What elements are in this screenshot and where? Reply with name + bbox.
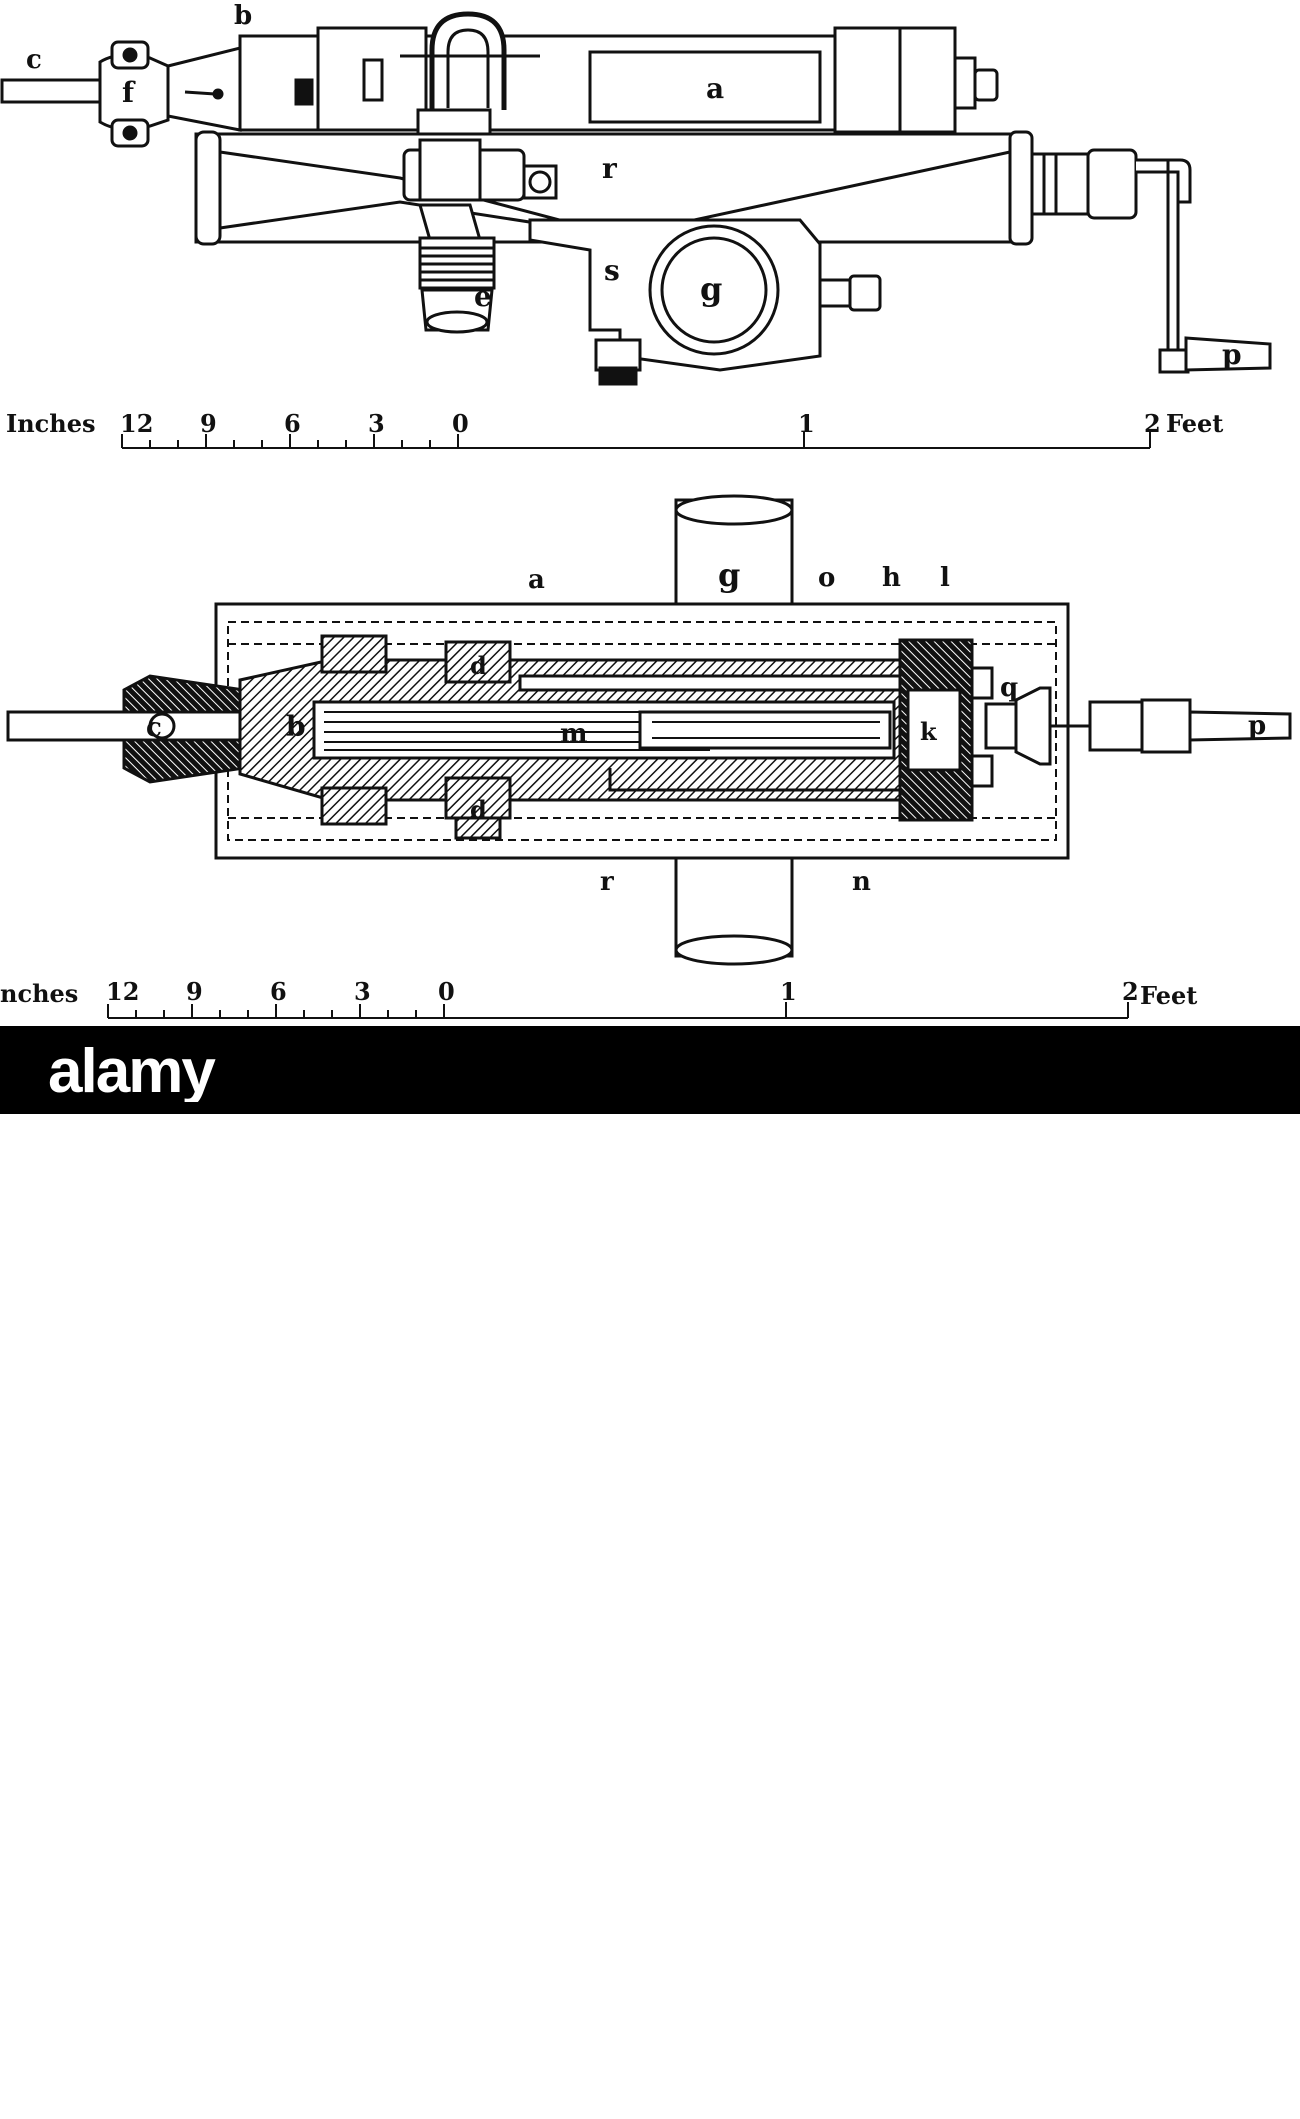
scale-feet-label-top: Feet: [1166, 409, 1223, 438]
label-c-sec: c: [146, 713, 162, 743]
label-d-top-sec: d: [470, 651, 487, 680]
scale-feet-label-sec: Feet: [1140, 981, 1197, 1010]
section-scale-tick-label: 3: [354, 977, 371, 1006]
label-r-top: r: [602, 152, 618, 185]
label-g-sec: g: [718, 556, 740, 594]
label-p-top: p: [1222, 338, 1242, 371]
label-p-sec: p: [1248, 711, 1266, 741]
label-m-sec: m: [560, 719, 588, 749]
section-labels: g a o h l d d c b m k q p r n nches Feet…: [0, 556, 1266, 1010]
elevation-scale-tick-label: 6: [284, 409, 301, 438]
label-b-top: b: [234, 1, 252, 31]
section-scale-tick-label: 0: [438, 977, 455, 1006]
label-o-sec: o: [818, 563, 835, 593]
label-f-top: f: [122, 76, 136, 109]
watermark-footer: alamy 2ANGRAB www.alamy.com: [0, 1026, 1300, 2118]
elevation-scale-tick-label: 2: [1144, 409, 1161, 438]
section-scale-tick-label: 1: [780, 977, 797, 1006]
label-r-sec: r: [600, 867, 614, 897]
section-scale-tick-label: 9: [186, 977, 203, 1006]
label-b-sec: b: [286, 710, 306, 743]
section-scale-tick-label: 2: [1122, 977, 1139, 1006]
scale-inches-label-sec: nches: [0, 979, 78, 1008]
drill-section-view: [6, 494, 1292, 1019]
elevation-scale-tick-label: 1: [798, 409, 815, 438]
elevation-scale-tick-label: 9: [200, 409, 217, 438]
alamy-logo: alamy: [48, 1040, 218, 1102]
site-url-text: www.alamy.com: [1094, 2098, 1223, 2118]
label-g-top: g: [700, 270, 722, 308]
label-c-top: c: [26, 45, 42, 75]
label-e-top: e: [474, 280, 492, 313]
section-scale-tick-label: 12: [106, 977, 139, 1006]
label-l-sec: l: [940, 563, 950, 593]
label-n-sec: n: [852, 867, 871, 897]
elevation-scale-tick-label: 12: [120, 409, 153, 438]
elevation-scale-tick-label: 0: [452, 409, 469, 438]
svg-text:alamy: alamy: [48, 1040, 216, 1102]
scale-inches-label-top: Inches: [6, 409, 96, 438]
image-id-text: 2ANGRAB: [1094, 2066, 1197, 2088]
label-d-bottom-sec: d: [470, 795, 487, 824]
label-s-top: s: [604, 254, 620, 287]
label-h-sec: h: [882, 563, 901, 593]
elevation-scale-tick-label: 3: [368, 409, 385, 438]
drill-elevation-view: [0, 11, 1272, 449]
label-a-top: a: [706, 72, 724, 105]
label-k-sec: k: [920, 717, 938, 746]
label-a-sec: a: [528, 565, 545, 595]
section-scale-tick-label: 6: [270, 977, 287, 1006]
label-q-sec: q: [1000, 673, 1018, 703]
